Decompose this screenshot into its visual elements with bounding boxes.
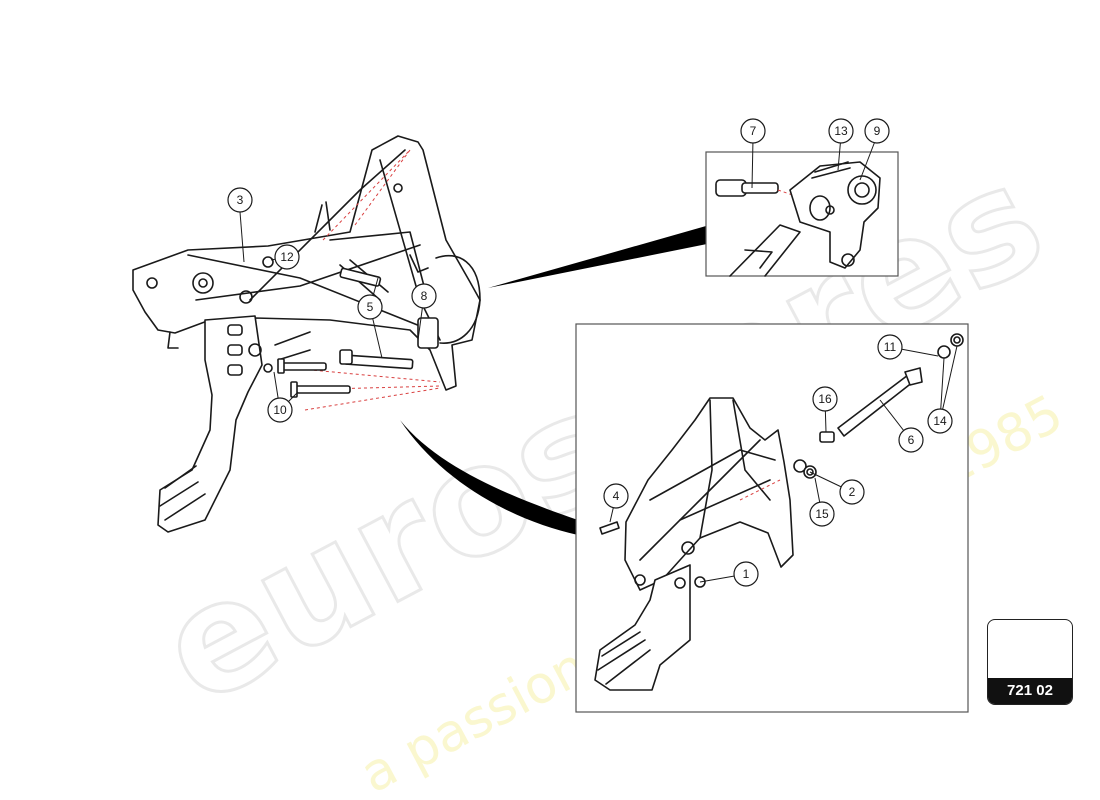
callout-5-label: 5 — [367, 300, 374, 314]
callout-2-label: 2 — [849, 485, 856, 499]
detail-frame-top — [705, 151, 899, 277]
black-pointer-bottom — [400, 420, 578, 535]
callout-9[interactable]: 9 — [864, 118, 890, 144]
callout-12-label: 12 — [280, 250, 294, 264]
callout-5[interactable]: 5 — [357, 294, 383, 320]
callouts: 3 12 5 8 10 7 13 9 1 2 4 6 11 14 15 16 — [227, 118, 953, 587]
callout-14-label: 14 — [933, 414, 947, 428]
callout-6[interactable]: 6 — [898, 427, 924, 453]
callout-7-label: 7 — [750, 124, 757, 138]
callout-10[interactable]: 10 — [267, 397, 293, 423]
callout-11[interactable]: 11 — [877, 334, 903, 360]
callout-10-label: 10 — [273, 403, 287, 417]
callout-8-label: 8 — [421, 289, 428, 303]
callout-9-label: 9 — [874, 124, 881, 138]
callout-2[interactable]: 2 — [839, 479, 865, 505]
callout-11-label: 11 — [884, 340, 897, 354]
callout-4-label: 4 — [613, 489, 620, 503]
callout-8[interactable]: 8 — [411, 283, 437, 309]
callout-3-label: 3 — [237, 193, 244, 207]
callout-4[interactable]: 4 — [603, 483, 629, 509]
callout-7[interactable]: 7 — [740, 118, 766, 144]
reference-code-box: 721 02 — [987, 619, 1073, 705]
callout-14[interactable]: 14 — [927, 408, 953, 434]
callout-6-label: 6 — [908, 433, 915, 447]
callout-3[interactable]: 3 — [227, 187, 253, 213]
callout-16[interactable]: 16 — [812, 386, 838, 412]
reference-code: 721 02 — [988, 678, 1072, 704]
callout-15[interactable]: 15 — [809, 501, 835, 527]
detail-frame-bottom — [575, 323, 969, 713]
callout-16-label: 16 — [818, 392, 832, 406]
callout-12[interactable]: 12 — [274, 244, 300, 270]
main-pedal-assembly — [132, 135, 481, 533]
callout-1-label: 1 — [743, 567, 750, 581]
callout-15-label: 15 — [815, 507, 829, 521]
callout-13-label: 13 — [834, 124, 848, 138]
black-pointer-top — [488, 226, 707, 288]
callout-1[interactable]: 1 — [733, 561, 759, 587]
callout-13[interactable]: 13 — [828, 118, 854, 144]
